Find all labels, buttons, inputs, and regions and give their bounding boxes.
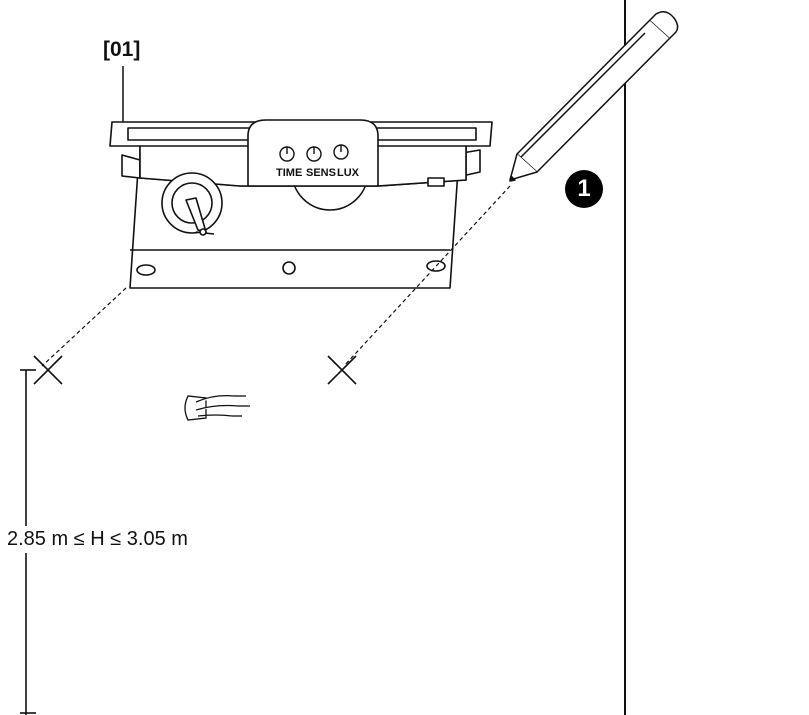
control-knobs — [279, 144, 349, 162]
drill-guide-left — [41, 287, 127, 367]
knob-label-time: TIME — [276, 167, 302, 179]
step-number-badge: 1 — [565, 170, 603, 208]
sensor-device — [109, 119, 493, 289]
part-label: [01] — [103, 38, 141, 61]
height-range-label: 2.85 m ≤ H ≤ 3.05 m — [5, 526, 190, 553]
drill-guide-right — [343, 185, 511, 367]
pencil-icon — [509, 11, 679, 182]
drill-mark-right — [327, 355, 357, 385]
knob-label-lux: LUX — [337, 167, 360, 179]
wall-cable-icon — [184, 394, 250, 421]
drill-mark-left — [33, 355, 63, 385]
knob-label-sens: SENS — [306, 167, 336, 179]
